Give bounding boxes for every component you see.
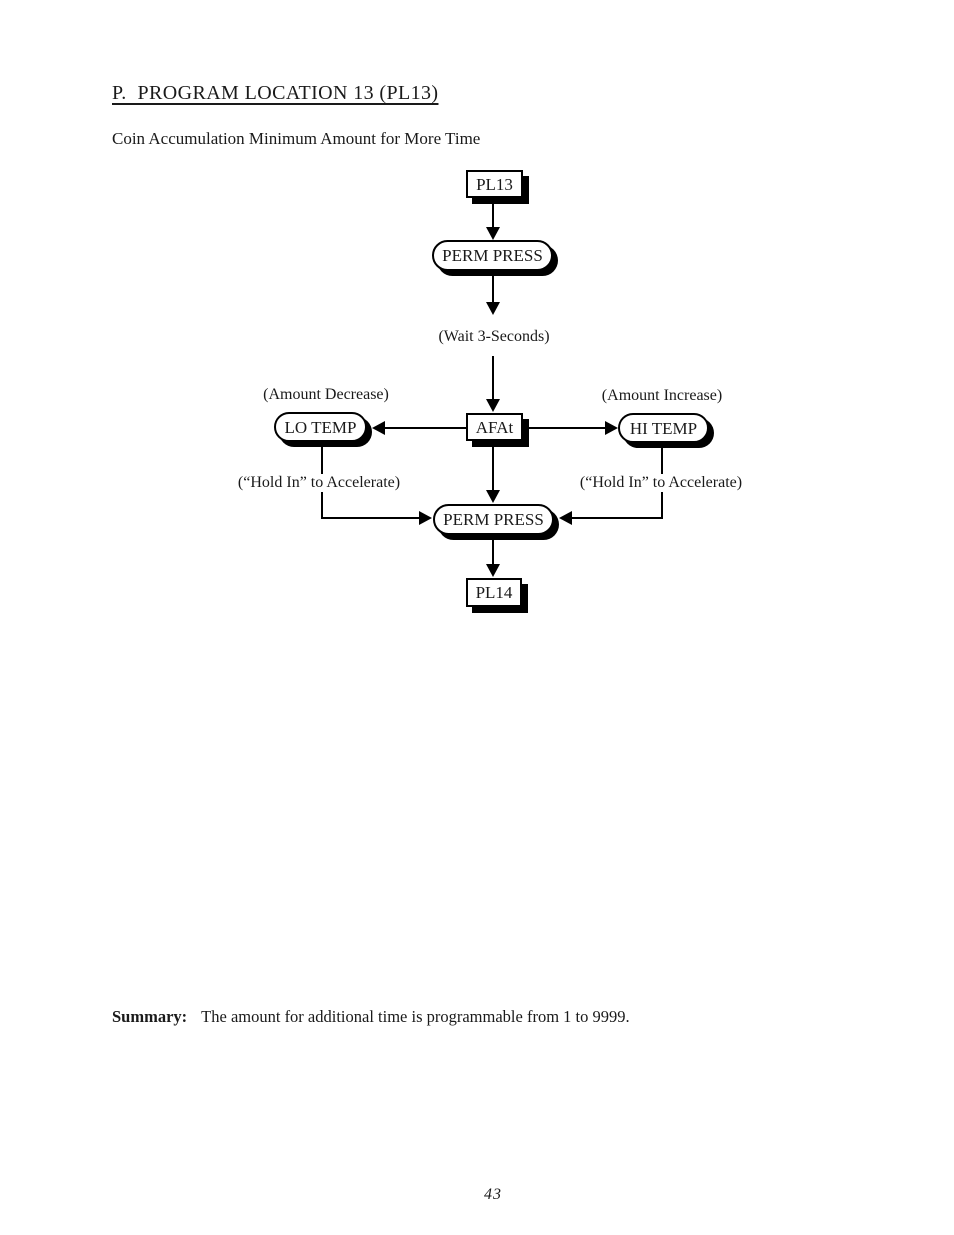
connector-afat-lotemp-line [385,427,466,429]
connector-pl13-permpress-line [492,200,494,227]
node-pl14: PL14 [466,578,522,607]
node-perm-press-bottom: PERM PRESS [433,504,554,535]
amount-increase-note: (Amount Increase) [598,387,726,406]
connector-permpress-pl14-arrowhead-icon [486,564,500,577]
node-perm-press-top: PERM PRESS [432,240,553,271]
wait-note: (Wait 3-Seconds) [435,328,553,347]
summary-label: Summary: [112,1007,188,1026]
page-title: P. PROGRAM LOCATION 13 (PL13) [112,82,439,104]
node-lo-temp: LO TEMP [274,412,367,442]
connector-afat-lotemp-arrowhead-icon [372,421,385,435]
node-afat: AFAt [466,413,523,441]
connector-lotemp-permpress-line [321,517,419,519]
hold-in-left-note: (“Hold In” to Accelerate) [234,474,404,493]
connector-hitemp-permpress-line [572,517,663,519]
connector-permpress-wait-line [492,273,494,302]
node-hi-temp: HI TEMP [618,413,709,443]
connector-afat-hitemp-arrowhead-icon [605,421,618,435]
page-number: 43 [484,1186,502,1203]
connector-permpress-pl14-line [492,537,494,564]
node-pl13: PL13 [466,170,523,198]
connector-pl13-permpress-arrowhead-icon [486,227,500,240]
summary: Summary: The amount for additional time i… [112,1007,630,1027]
connector-hitemp-permpress-arrowhead-icon [559,511,572,525]
summary-text: The amount for additional time is progra… [201,1007,630,1026]
connector-permpress-wait-arrowhead-icon [486,302,500,315]
connector-wait-afat-line [492,356,494,399]
page-subtitle: Coin Accumulation Minimum Amount for Mor… [112,129,481,148]
amount-decrease-note: (Amount Decrease) [260,386,392,405]
connector-afat-permpress-line [492,443,494,490]
hold-in-right-note: (“Hold In” to Accelerate) [576,474,746,493]
connector-afat-permpress-arrowhead-icon [486,490,500,503]
connector-wait-afat-arrowhead-icon [486,399,500,412]
connector-lotemp-permpress-arrowhead-icon [419,511,432,525]
connector-afat-hitemp-line [525,427,605,429]
